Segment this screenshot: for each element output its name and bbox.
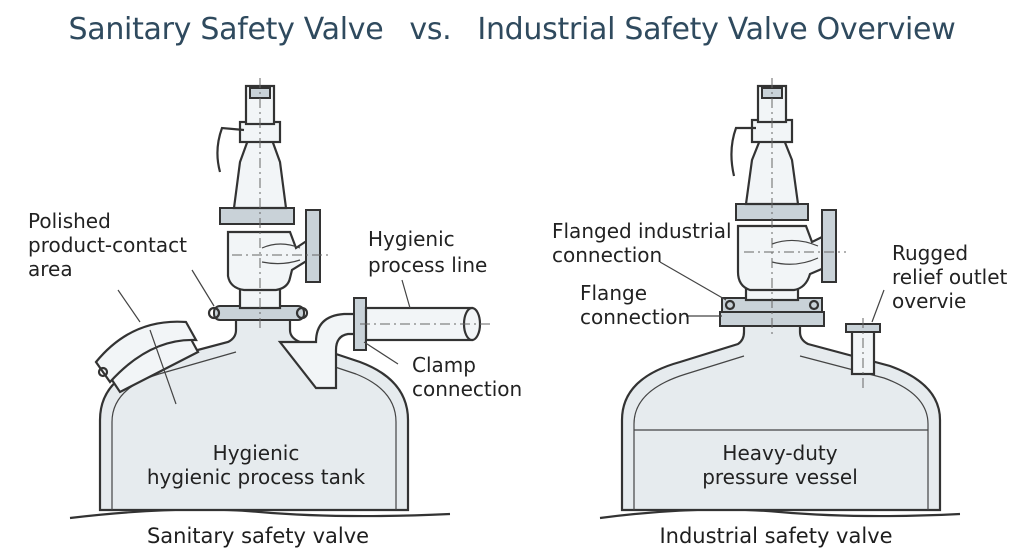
sanitary-bonnet-flange [219,207,295,225]
callout-clamp-line1: Clamp [412,353,476,377]
title-right: Industrial Safety Valve Overview [477,12,956,47]
sanitary-manway [94,320,200,405]
title-connector: vs. [409,12,452,47]
callout-flanged-line1: Flanged industrial [552,219,732,243]
industrial-ground-line [599,508,961,520]
industrial-vessel-label-line2: pressure vessel [702,465,858,489]
sanitary-tank-label-line1: Hygienic [213,441,300,465]
callout-outlet-line2: relief outlet [892,265,1008,289]
industrial-caption: Industrial safety valve [659,524,892,548]
industrial-valve-body [736,224,826,292]
callout-polished-line1: Polished [28,209,111,233]
industrial-vessel-inner [633,355,929,510]
callout-outlet-line1: Rugged [892,241,968,265]
sanitary-lift-lever [216,126,245,173]
title-left: Sanitary Safety Valve [68,12,384,47]
sanitary-caption: Sanitary safety valve [147,524,369,548]
industrial-outlet-flange [821,209,837,283]
sanitary-tank-inner [111,351,397,510]
industrial-lift-lever [730,126,756,177]
sanitary-diagram: Polished product-contact area Hygienic p… [28,78,522,548]
sanitary-outlet-flange [305,209,321,283]
callout-flanged-line2: connection [552,243,662,267]
sanitary-ground-line [69,508,451,520]
sanitary-valve-body [226,230,310,292]
callout-outlet-line3: overvie [892,289,966,313]
sanitary-clamp-bolt [207,306,221,320]
callout-clamp-line2: connection [412,377,522,401]
callout-process-line2: process line [368,253,487,277]
callout-polished-line3: area [28,257,73,281]
callout-process-line1: Hygienic [368,227,455,251]
sanitary-tank-label-line2: hygienic process tank [147,465,366,489]
industrial-vessel-label-line1: Heavy-duty [722,441,837,465]
callout-polished-line2: product-contact [28,233,187,257]
callout-flange-line2: connection [580,305,690,329]
industrial-diagram: Flanged industrial connection Flange con… [552,78,1008,548]
callout-flange-line1: Flange [580,281,647,305]
page-title: Sanitary Safety Valve vs. Industrial Safet… [0,12,1024,47]
